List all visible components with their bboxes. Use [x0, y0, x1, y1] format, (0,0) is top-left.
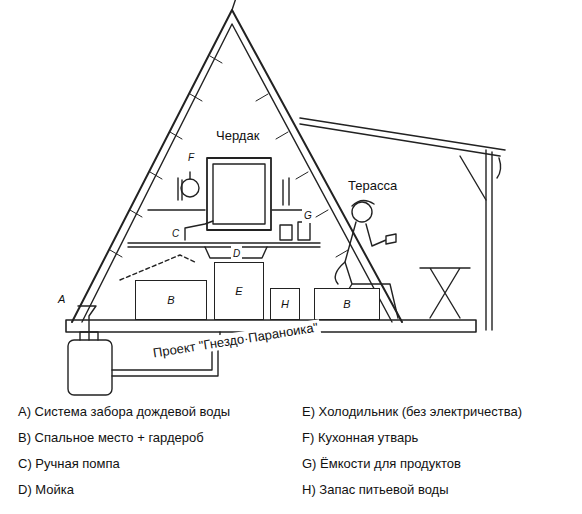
fridge-box: E — [214, 262, 264, 320]
watermark: Проект "Гнездо·Параноика" — [150, 319, 321, 361]
bed-box: B — [314, 288, 380, 320]
callout-letter: A — [56, 292, 67, 307]
legend-line: D) Мойка — [16, 482, 76, 497]
callout-letter: F — [186, 150, 196, 165]
callout-letter: H — [281, 298, 289, 310]
area-label: Терасса — [346, 178, 399, 193]
callout-letter: E — [235, 285, 242, 297]
bed-box: B — [135, 280, 207, 320]
legend-line: F) Кухонная утварь — [300, 430, 420, 445]
callout-letter: C — [170, 226, 181, 241]
legend-line: H) Запас питьевой воды — [300, 482, 451, 497]
legend-line: E) Холодильник (без электричества) — [300, 404, 524, 419]
callout-letter: B — [167, 294, 174, 306]
legend-line: A) Система забора дождевой воды — [16, 404, 232, 419]
water-can: H — [270, 288, 300, 320]
legend-line: B) Спальное место + гардероб — [16, 430, 206, 445]
area-label: Чердак — [214, 128, 261, 143]
callout-letter: D — [231, 246, 242, 261]
legend-line: C) Ручная помпа — [16, 456, 122, 471]
callout-letter: B — [343, 298, 350, 310]
legend-line: G) Ёмкости для продуктов — [300, 456, 463, 471]
callout-letter: G — [302, 208, 314, 223]
